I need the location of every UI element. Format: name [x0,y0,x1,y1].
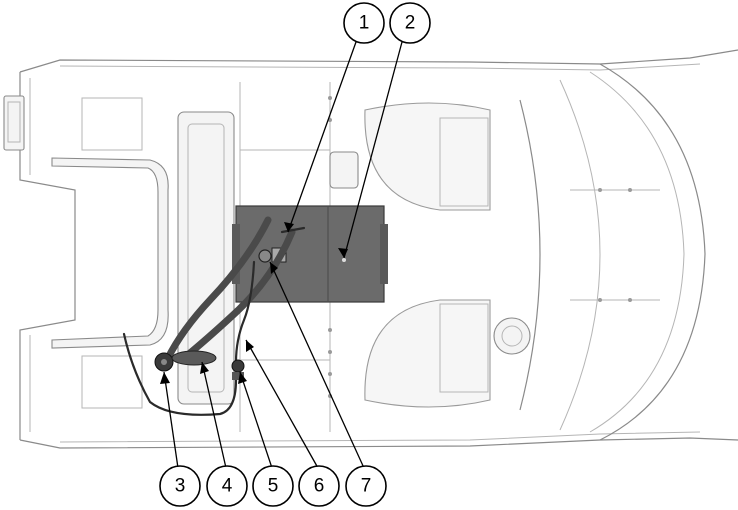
callout-1: 1 [343,2,385,44]
callout-7-label: 7 [361,476,372,497]
callout-6: 6 [298,465,340,507]
callout-5: 5 [252,465,294,507]
callout-7: 7 [345,465,387,507]
callout-2-label: 2 [405,13,416,34]
callout-3: 3 [159,465,201,507]
leader-lines [160,41,403,469]
fuel-hoses [122,216,306,416]
fuel-valve [231,359,245,380]
callout-5-label: 5 [268,476,279,497]
callout-4-label: 4 [222,476,233,497]
callout-4: 4 [206,465,248,507]
fuel-fill-cap-icon [258,249,272,263]
primer-bulb [171,350,217,366]
callout-6-label: 6 [314,476,325,497]
callout-3-label: 3 [175,476,186,497]
fuel-filter [154,352,174,372]
callout-2: 2 [389,2,431,44]
callout-1-label: 1 [359,13,370,34]
fuel-gauge-sender-icon [342,258,346,262]
